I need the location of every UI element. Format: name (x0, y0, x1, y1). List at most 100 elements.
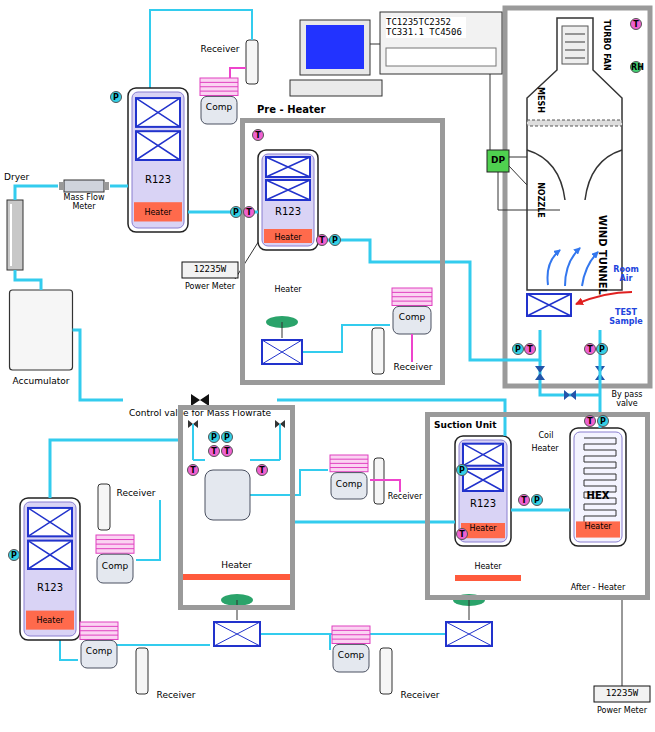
tank-shell (128, 88, 188, 232)
control-valve: Control valve for Mass Flowrate (123, 392, 277, 432)
condenser-coil (392, 296, 432, 297)
part-label: Room Air (606, 266, 646, 284)
tank-shell (20, 498, 80, 640)
sensor-marker: P (208, 431, 220, 443)
pipe-connector (318, 240, 540, 360)
sensor-marker: T (518, 494, 530, 506)
part-label: MESH (536, 87, 545, 113)
node-text: Comp (399, 312, 425, 322)
node-text: Heater (469, 524, 496, 533)
node-text: Accumulator (13, 376, 70, 386)
node-text: Receiver (117, 488, 156, 498)
flange (104, 182, 109, 190)
pipe-connector (295, 521, 455, 524)
receiver-label: Receiver (385, 362, 441, 374)
node-text: Power Meter (597, 706, 647, 715)
pipe-connector (15, 270, 41, 290)
receiver-label: Receiver (152, 690, 200, 702)
pipe-connector (15, 186, 58, 200)
sensor-marker: T (256, 464, 268, 476)
sensor-marker: P (512, 343, 524, 355)
sensor-marker: P (531, 494, 543, 506)
condenser-coil (200, 86, 238, 87)
node-text: HEX (587, 490, 610, 502)
sensor-marker: P (221, 431, 233, 443)
pipe-connector (50, 440, 178, 498)
sensor-marker: T (316, 234, 328, 246)
condenser-coil (96, 544, 134, 545)
compressor-body (333, 644, 369, 672)
sensor-marker: T (456, 528, 468, 540)
node-text: Receiver (401, 690, 440, 700)
middle-compressor (188, 420, 285, 520)
node-text: Suction Unit (434, 420, 496, 430)
highlight (10, 204, 12, 266)
coil-box (136, 98, 180, 127)
condenser-coil (80, 635, 118, 636)
pipe-connector (370, 480, 400, 492)
pipe-connector (73, 330, 124, 400)
heater-bar (134, 202, 182, 221)
coil-box (266, 157, 310, 177)
node-text: Dryer (4, 172, 29, 182)
power-meter: 12235WPower Meter (182, 262, 238, 296)
coil-box (266, 157, 310, 177)
part-label: TURBO FAN (602, 19, 611, 70)
condenser-coil (392, 288, 432, 305)
compressor-body (331, 473, 367, 499)
node-text: TC1235TC2352 TC331.1 TC4506 (386, 17, 466, 38)
sensor-marker: T (630, 18, 642, 30)
coil-box (463, 469, 503, 491)
sensor-marker: T (524, 343, 536, 355)
coil-box (463, 469, 503, 491)
node-text: R123 (37, 582, 63, 594)
pipe-connector (277, 400, 505, 436)
condenser-coil (200, 78, 238, 95)
hex-coil (584, 438, 616, 522)
tank-shell (258, 150, 318, 250)
node-text: Mass Flow Meter (60, 193, 108, 211)
r123-tank: R123Heater (258, 150, 318, 250)
accumulator-body (10, 290, 73, 370)
part-label: After - Heater (571, 584, 625, 593)
coil-box (28, 541, 72, 569)
condenser-coil (332, 639, 370, 640)
coil-box (136, 131, 180, 160)
condenser-coil (332, 626, 370, 643)
meter-display (594, 686, 650, 702)
receiver-label: Receiver (196, 44, 244, 56)
node-text: Receiver (388, 492, 423, 501)
sensor-marker: P (597, 415, 609, 427)
pipe-connector (411, 334, 413, 362)
sensor-marker: T (243, 206, 255, 218)
sensor-marker: T (208, 445, 220, 457)
condenser-coil (392, 292, 432, 293)
condenser-coil (330, 463, 368, 464)
heater-bar (26, 611, 74, 630)
sensor-marker: P (596, 343, 608, 355)
node-text: Comp (86, 646, 112, 656)
coil-box (136, 98, 180, 127)
pipe-connector (511, 509, 570, 512)
accumulator: Accumulator (10, 290, 73, 370)
condenser-coil (392, 301, 432, 302)
node-text: Comp (336, 479, 362, 489)
condenser-coil (200, 82, 238, 83)
coil-box (28, 508, 72, 536)
heater-bar (264, 229, 312, 243)
node-text: Heater (36, 616, 63, 625)
sensor-marker: P (230, 206, 242, 218)
unit-panel: Heater (178, 405, 295, 610)
sensor-marker: P (110, 91, 122, 103)
sensor-marker: P (456, 464, 468, 476)
coil-box (136, 131, 180, 160)
node-text: Receiver (394, 362, 433, 372)
compressor: Comp (198, 78, 240, 124)
condenser-coil (330, 467, 368, 468)
condenser-coil (80, 630, 118, 631)
condenser-coil (80, 626, 118, 627)
node-text: Comp (102, 561, 128, 571)
condenser-coil (200, 91, 238, 92)
coil-box (28, 508, 72, 536)
tank-liquid (24, 502, 76, 636)
